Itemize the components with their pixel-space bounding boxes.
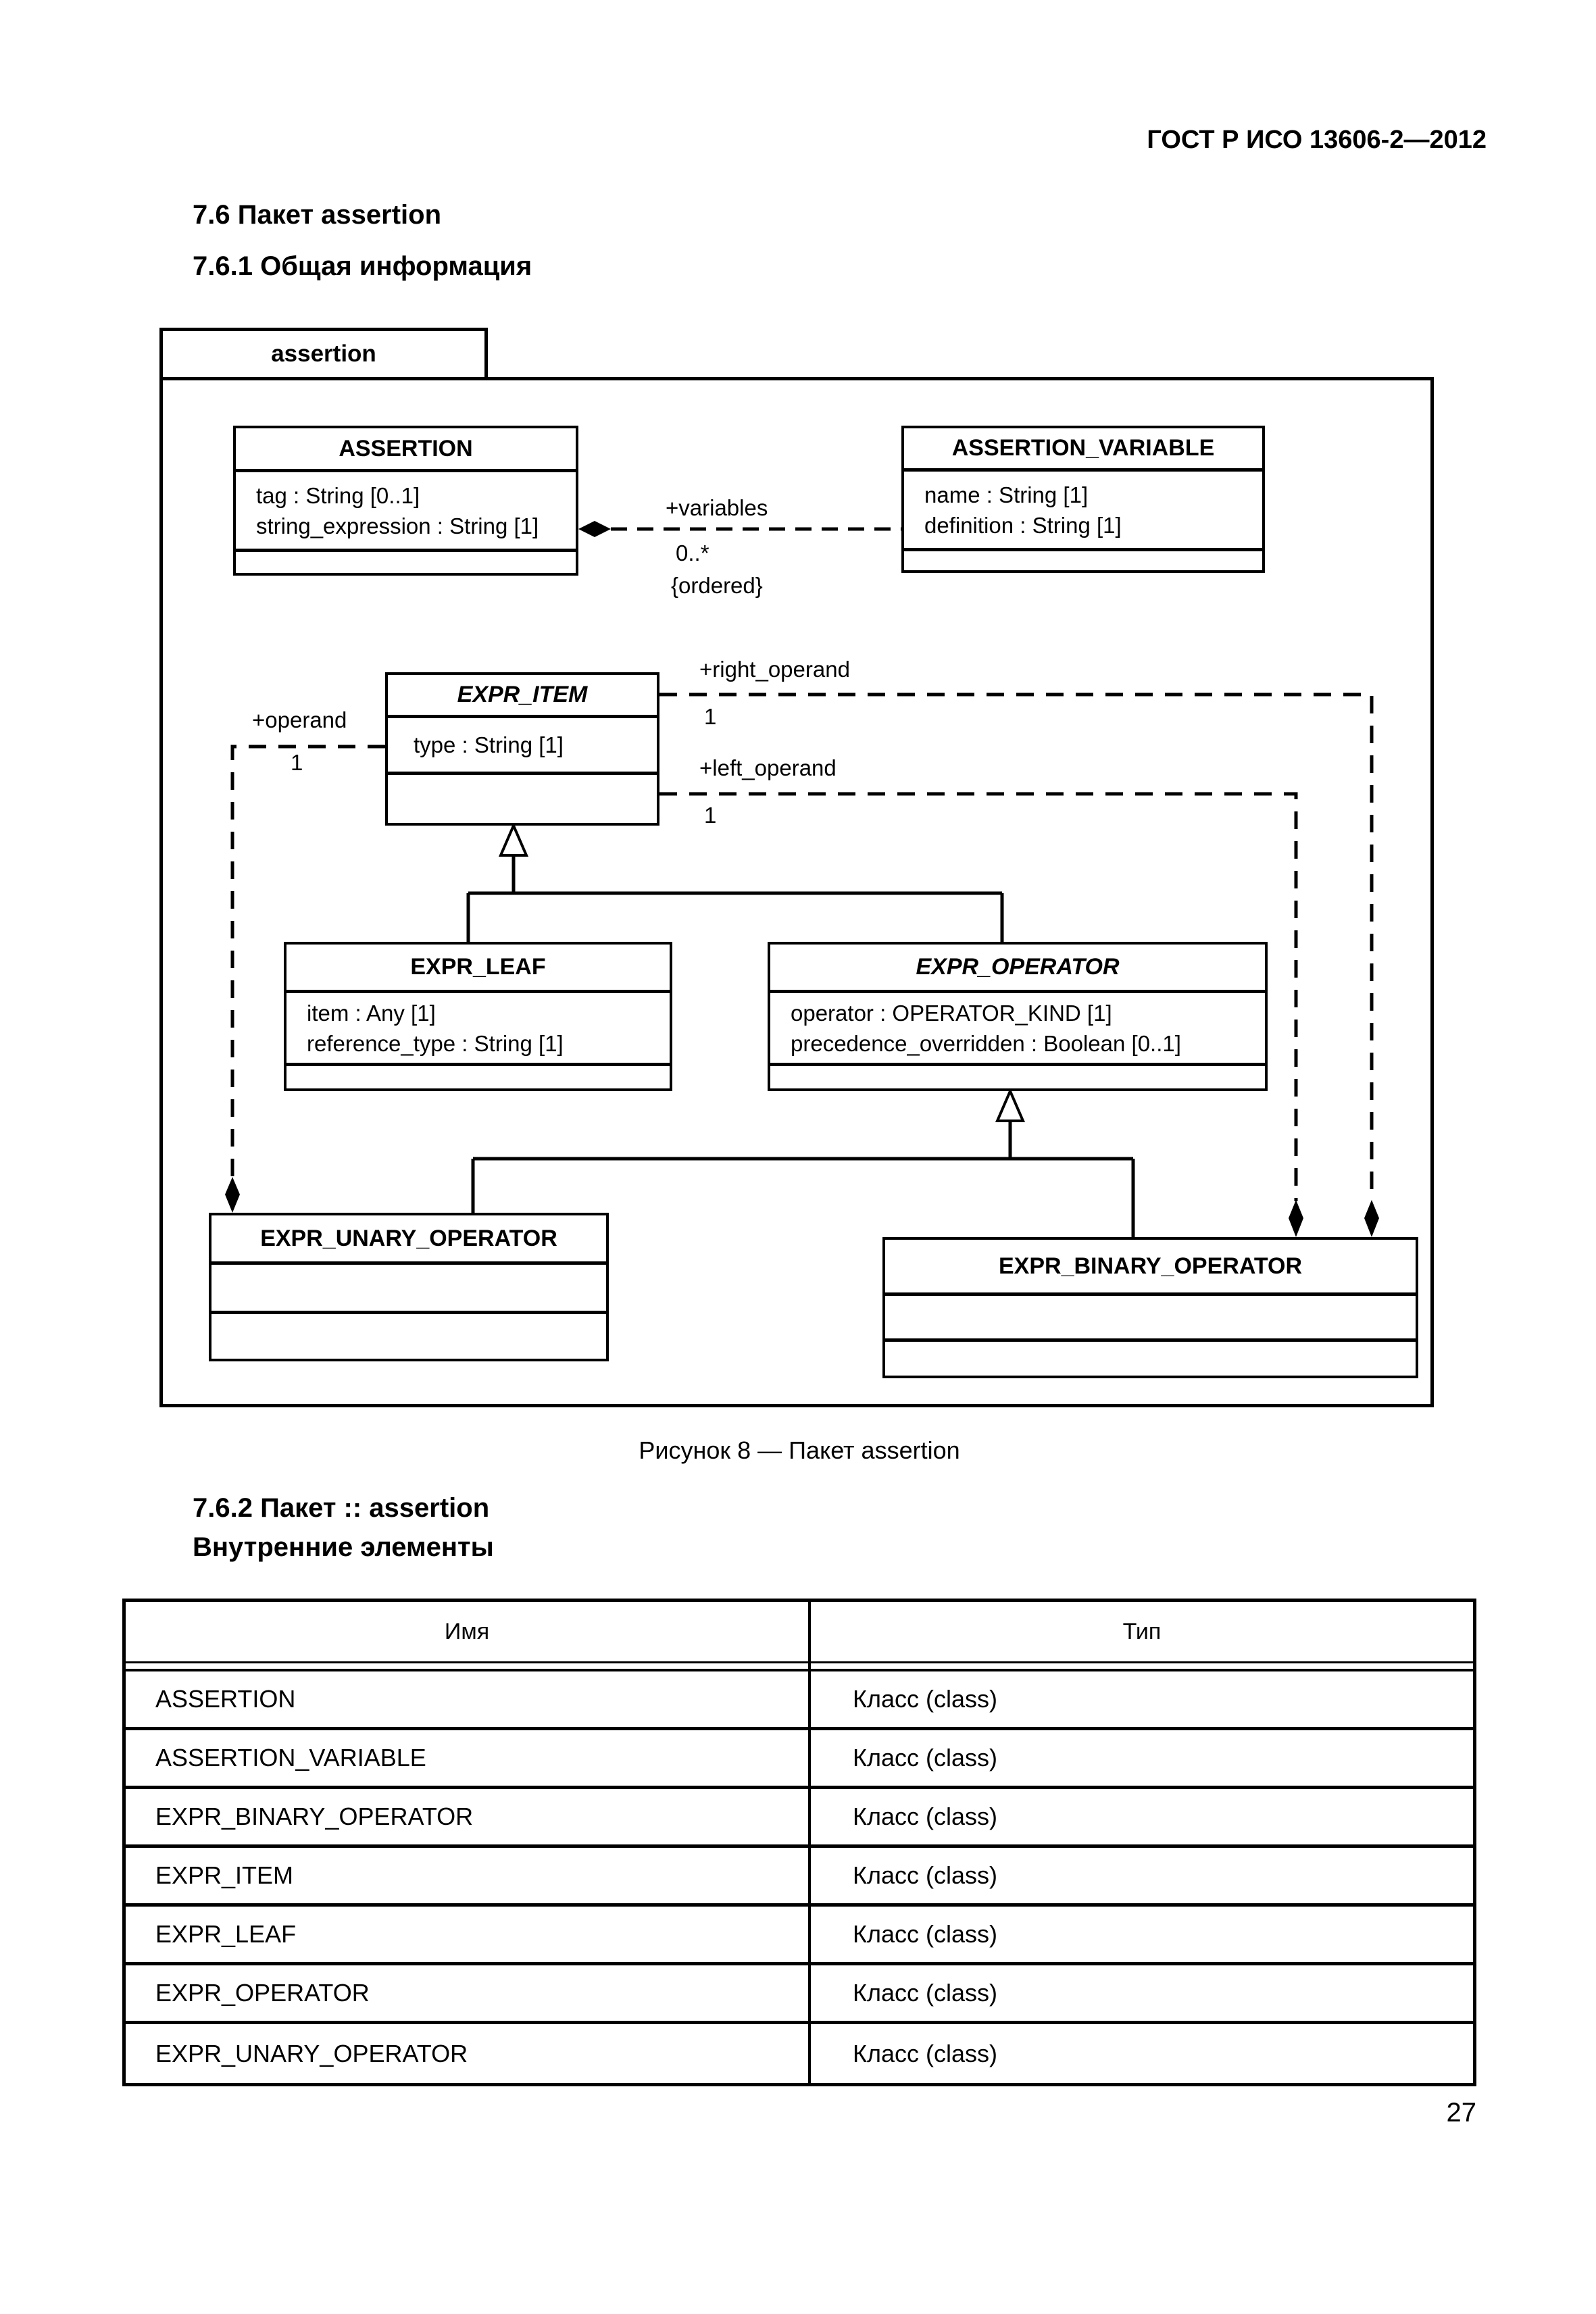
class-expr-item: EXPR_ITEM type : String [1] [385, 672, 659, 826]
composition-diamond-icon [1364, 1200, 1379, 1237]
generalization-expr-operator [471, 1087, 1135, 1237]
class-title: ASSERTION [339, 435, 473, 461]
cell-name: EXPR_ITEM [155, 1861, 294, 1889]
cell-name: ASSERTION [155, 1685, 296, 1713]
table-row: EXPR_ITEM Класс (class) [126, 1848, 1473, 1907]
composition-operand-edge [225, 745, 385, 1213]
package-tab: assertion [159, 328, 488, 377]
cell-type: Класс (class) [808, 2024, 1473, 2083]
operations-compartment [885, 1338, 1416, 1376]
internal-elements-table: Имя Тип ASSERTION Класс (class) ASSERTIO… [122, 1599, 1476, 2086]
composition-diamond-icon [578, 521, 611, 537]
edge-label-right-operand-multiplicity: 1 [704, 704, 717, 729]
cell-type: Класс (class) [808, 1730, 1473, 1786]
cell-type: Класс (class) [808, 1789, 1473, 1844]
column-header-name: Имя [444, 1618, 490, 1644]
composition-left-operand-edge [659, 792, 1303, 1237]
class-expr-leaf: EXPR_LEAF item : Any [1] reference_type … [284, 942, 672, 1091]
class-attribute: operator : OPERATOR_KIND [1] [791, 1000, 1112, 1026]
heading-internal-elements: Внутренние элементы [193, 1532, 494, 1562]
class-attribute: tag : String [0..1] [256, 482, 420, 508]
cell-type: Класс (class) [808, 1907, 1473, 1962]
column-header-type: Тип [808, 1602, 1473, 1661]
table-header-row: Имя Тип [126, 1602, 1473, 1663]
table-row: EXPR_OPERATOR Класс (class) [126, 1965, 1473, 2024]
class-title: EXPR_BINARY_OPERATOR [998, 1253, 1303, 1279]
operations-compartment [236, 549, 576, 573]
class-attribute: precedence_overridden : Boolean [0..1] [791, 1030, 1181, 1056]
attributes-compartment [211, 1261, 606, 1311]
cell-name: ASSERTION_VARIABLE [155, 1744, 426, 1771]
cell-name: EXPR_LEAF [155, 1920, 297, 1948]
document-header: ГОСТ Р ИСО 13606-2—2012 [1147, 126, 1487, 154]
operations-compartment [770, 1063, 1265, 1088]
operations-compartment [286, 1063, 670, 1088]
edge-label-operand-multiplicity: 1 [291, 750, 303, 775]
class-title: EXPR_ITEM [457, 682, 588, 707]
class-assertion: ASSERTION tag : String [0..1] string_exp… [233, 426, 578, 576]
page-number: 27 [1446, 2098, 1477, 2128]
generalization-arrow-icon [995, 1087, 1026, 1122]
table-row: ASSERTION Класс (class) [126, 1671, 1473, 1730]
composition-diamond-icon [225, 1177, 240, 1213]
class-attribute: item : Any [1] [307, 1000, 436, 1026]
cell-type: Класс (class) [808, 1848, 1473, 1903]
cell-name: EXPR_BINARY_OPERATOR [155, 1803, 474, 1830]
class-title: EXPR_UNARY_OPERATOR [260, 1225, 557, 1251]
class-expr-operator: EXPR_OPERATOR operator : OPERATOR_KIND [… [768, 942, 1268, 1091]
operations-compartment [211, 1311, 606, 1359]
generalization-expr-item [466, 822, 1004, 942]
edge-label-variables-ordered: {ordered} [671, 573, 763, 598]
composition-diamond-icon [1289, 1200, 1303, 1237]
heading-7-6: 7.6 Пакет assertion [193, 200, 442, 230]
class-attribute: name : String [1] [924, 482, 1089, 507]
cell-name: EXPR_OPERATOR [155, 1979, 370, 2007]
composition-right-operand-edge [659, 693, 1379, 1237]
edge-label-right-operand: +right_operand [699, 657, 850, 682]
package-tab-label: assertion [271, 341, 376, 367]
heading-7-6-2: 7.6.2 Пакет :: assertion [193, 1493, 490, 1523]
edge-label-left-operand: +left_operand [699, 755, 837, 780]
edge-label-operand: +operand [252, 707, 347, 732]
figure-caption: Рисунок 8 — Пакет assertion [639, 1436, 960, 1464]
class-attribute: type : String [1] [414, 732, 564, 757]
attributes-compartment [885, 1292, 1416, 1338]
class-assertion-variable: ASSERTION_VARIABLE name : String [1] def… [901, 426, 1265, 573]
cell-name: EXPR_UNARY_OPERATOR [155, 2039, 468, 2067]
cell-type: Класс (class) [808, 1965, 1473, 2021]
heading-7-6-1: 7.6.1 Общая информация [193, 251, 532, 281]
edge-label-left-operand-multiplicity: 1 [704, 803, 717, 828]
table-row: ASSERTION_VARIABLE Класс (class) [126, 1730, 1473, 1789]
edge-label-variables: +variables [666, 495, 768, 520]
table-row: EXPR_LEAF Класс (class) [126, 1907, 1473, 1965]
table-row: EXPR_BINARY_OPERATOR Класс (class) [126, 1789, 1473, 1848]
cell-type: Класс (class) [808, 1671, 1473, 1727]
generalization-arrow-icon [498, 822, 529, 857]
class-title: EXPR_LEAF [410, 954, 546, 980]
class-title: EXPR_OPERATOR [916, 954, 1120, 980]
class-attribute: definition : String [1] [924, 512, 1122, 538]
class-title: ASSERTION_VARIABLE [951, 435, 1215, 461]
table-row: EXPR_UNARY_OPERATOR Класс (class) [126, 2024, 1473, 2083]
operations-compartment [388, 772, 657, 823]
class-expr-unary-operator: EXPR_UNARY_OPERATOR [209, 1213, 609, 1361]
composition-variables-edge [578, 521, 901, 537]
operations-compartment [904, 548, 1262, 570]
class-attribute: string_expression : String [1] [256, 513, 539, 538]
class-attribute: reference_type : String [1] [307, 1030, 564, 1056]
header-double-rule [126, 1663, 1473, 1671]
class-expr-binary-operator: EXPR_BINARY_OPERATOR [882, 1237, 1418, 1378]
edge-label-variables-multiplicity: 0..* [676, 540, 709, 565]
